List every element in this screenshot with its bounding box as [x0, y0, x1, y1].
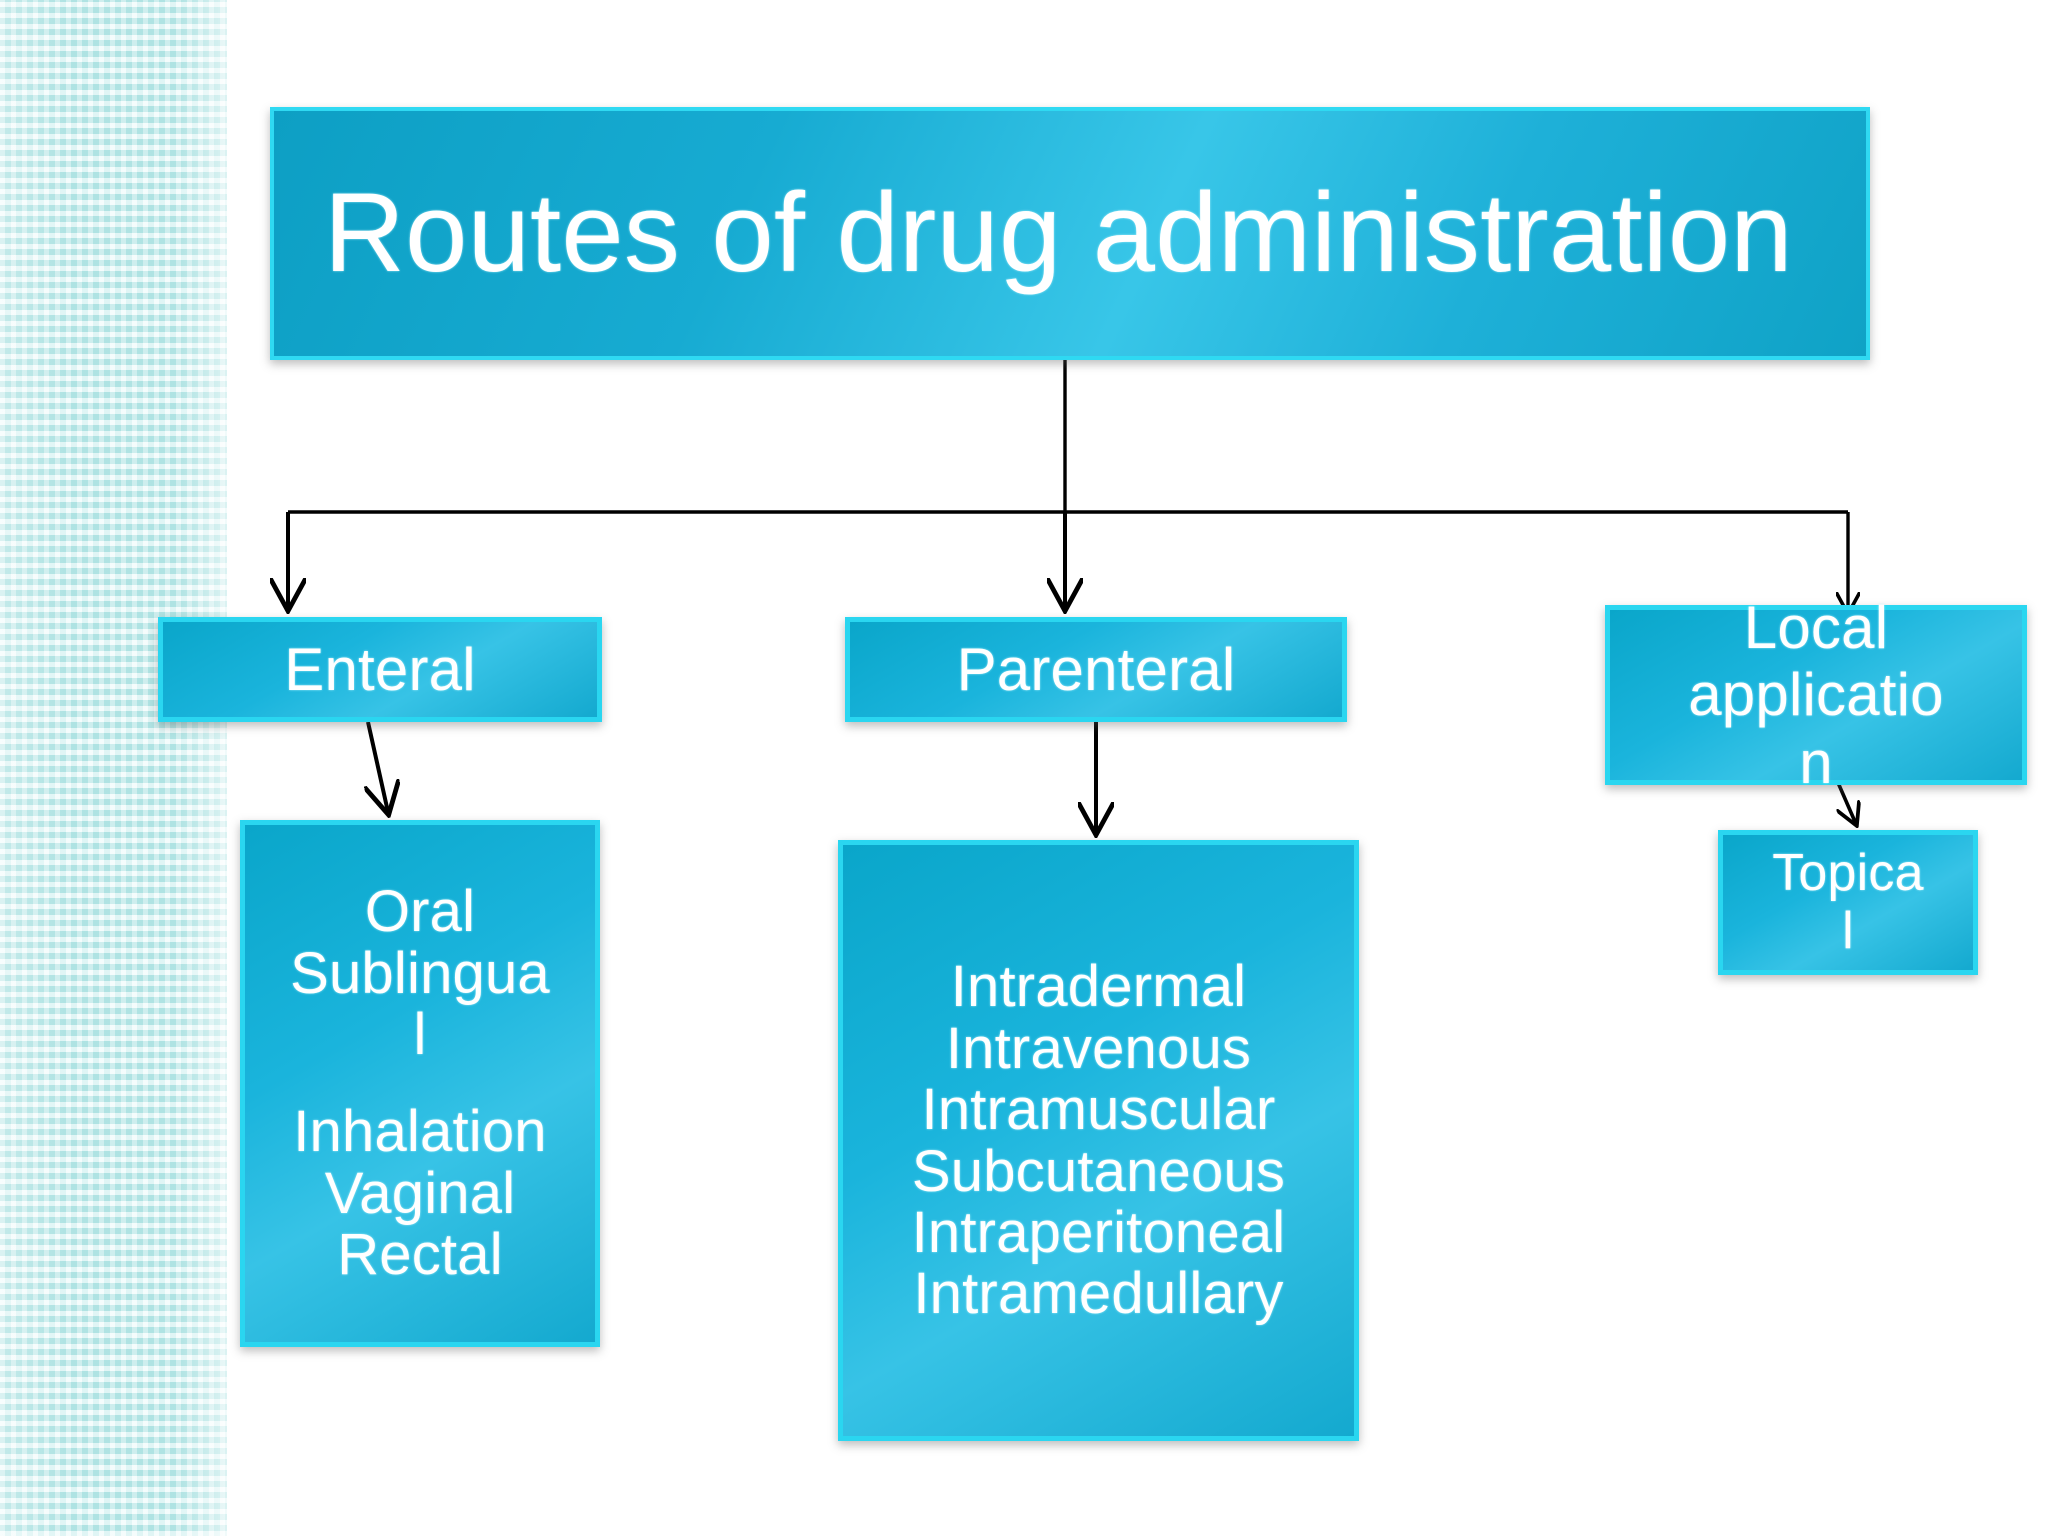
enteral-route-line-4: Inhalation [293, 1099, 547, 1165]
enteral-route-line-5: Vaginal [324, 1160, 516, 1226]
local-line-2: applicatio [1688, 661, 1944, 729]
decorative-sidebar-band [0, 0, 227, 1536]
parenteral-route-line-1: Intravenous [945, 1015, 1252, 1081]
node-enteral-routes: Oral Sublingua l Inhalation Vaginal Rect… [240, 820, 600, 1347]
enteral-route-blank-line [245, 1066, 595, 1102]
topical-line-2: l [1842, 901, 1854, 960]
node-parenteral: Parenteral [845, 617, 1347, 722]
enteral-route-line-6: Rectal [337, 1222, 503, 1288]
node-topical-label: Topica l [1723, 845, 1973, 959]
page-title: Routes of drug administration [324, 170, 1793, 296]
node-enteral: Enteral [158, 617, 602, 722]
parenteral-route-line-4: Intraperitoneal [911, 1199, 1286, 1265]
enteral-route-line-0: Oral [364, 879, 476, 945]
node-parenteral-routes: Intradermal Intravenous Intramuscular Su… [838, 840, 1359, 1441]
parenteral-route-line-2: Intramuscular [921, 1077, 1276, 1143]
node-local-application: Local applicatio n [1605, 594, 2027, 796]
parenteral-route-line-0: Intradermal [950, 954, 1247, 1020]
node-topical: Topica l [1718, 830, 1978, 975]
node-enteral-label: Enteral [284, 635, 476, 703]
parenteral-routes-list: Intradermal Intravenous Intramuscular Su… [843, 956, 1354, 1325]
enteral-route-line-1: Sublingua [290, 940, 550, 1006]
local-line-3: n [1799, 728, 1833, 796]
parenteral-route-line-5: Intramedullary [913, 1261, 1284, 1327]
enteral-route-line-2: l [413, 1002, 427, 1068]
enteral-routes-list: Oral Sublingua l Inhalation Vaginal Rect… [245, 881, 595, 1286]
node-local-application-label: Local applicatio n [1610, 594, 2022, 796]
diagram-title-box: Routes of drug administration [270, 107, 1870, 360]
node-parenteral-label: Parenteral [956, 635, 1236, 703]
local-line-1: Local [1743, 594, 1889, 662]
parenteral-route-line-3: Subcutaneous [911, 1138, 1286, 1204]
topical-line-1: Topica [1772, 844, 1924, 903]
